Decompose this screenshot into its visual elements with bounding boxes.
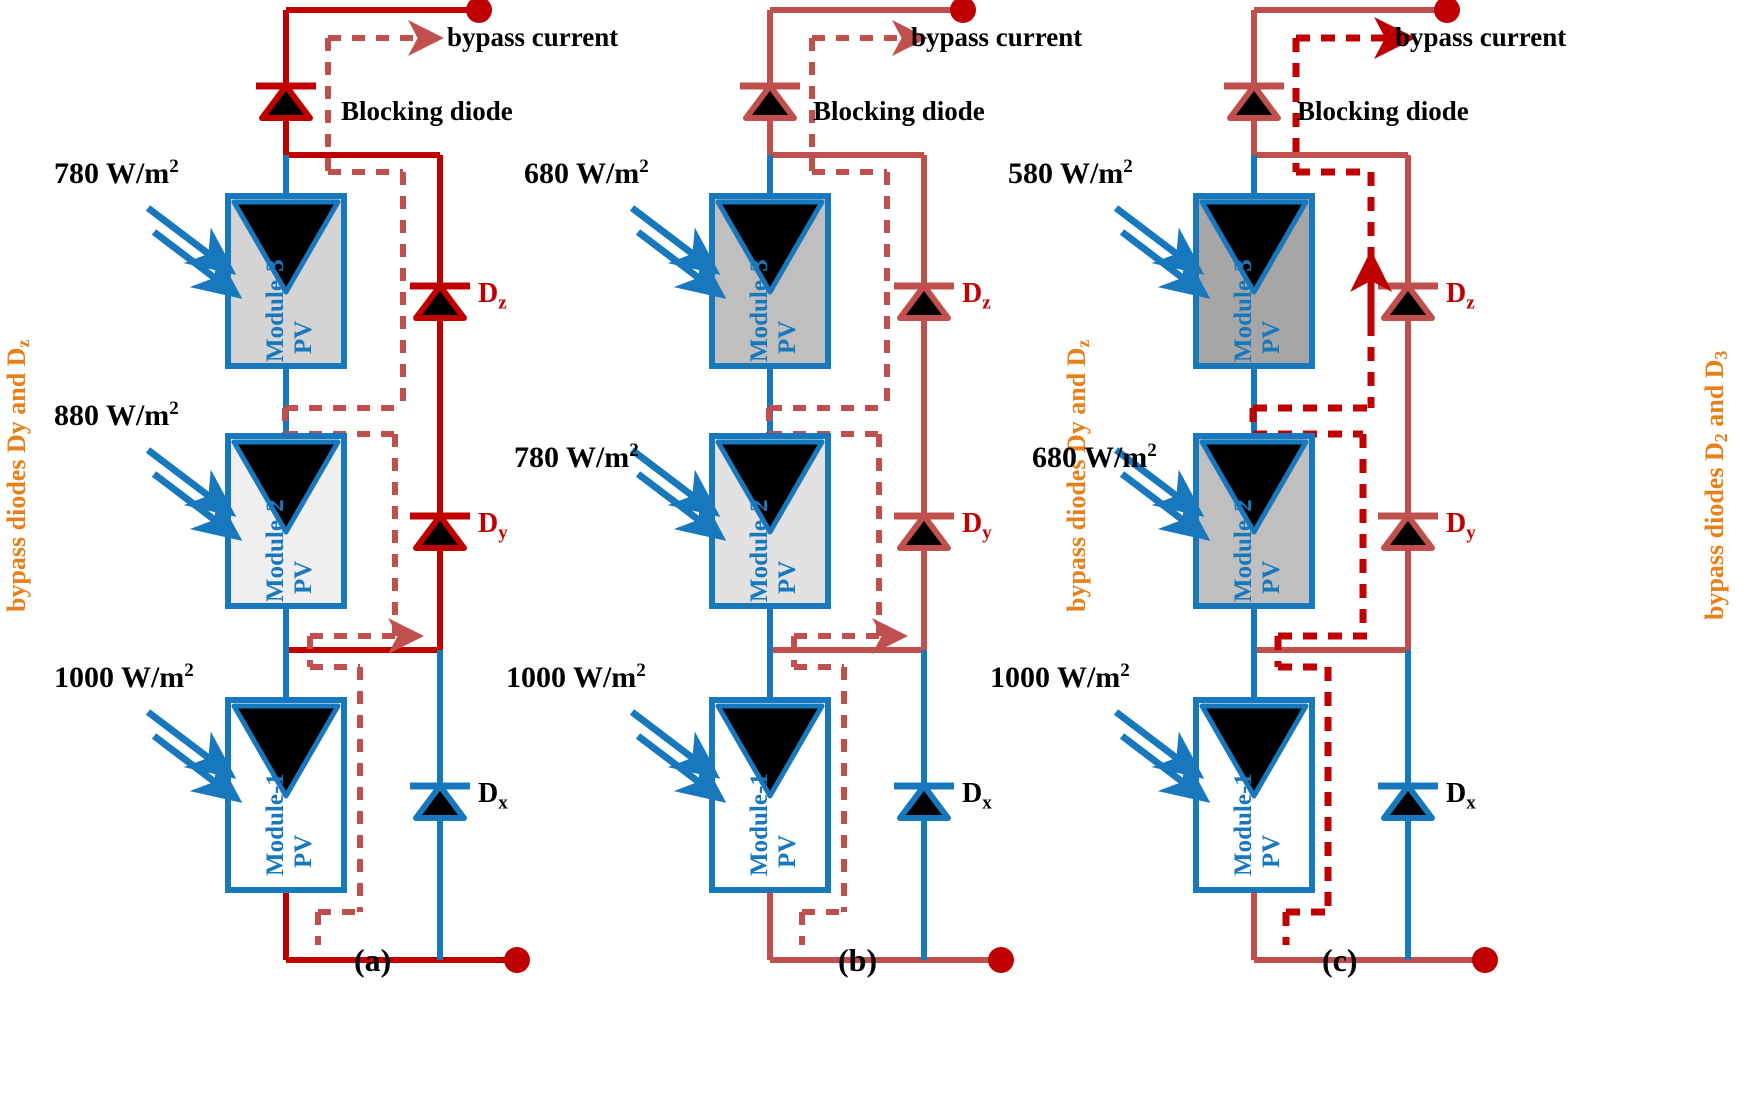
blocking-diode-label-c: Blocking diode — [1297, 96, 1469, 126]
panel-caption-a: (a) — [354, 942, 392, 978]
module-1-text-c: PV — [1258, 834, 1285, 868]
irradiance-label-a-m2: 880 W/m2 — [54, 398, 179, 432]
module-3-num-b: Module-3 — [746, 259, 773, 362]
panel-caption-c: (c) — [1322, 942, 1358, 978]
terminal-dot-top — [950, 0, 976, 23]
panel-b — [629, 0, 1014, 973]
diode-dx-a — [410, 782, 470, 821]
module-1-text-a: PV — [290, 834, 317, 868]
diode-label-dx-a: Dx — [478, 778, 508, 814]
diode-label-dz-b: Dz — [962, 278, 991, 314]
bypass-current-label-a: bypass current — [447, 22, 619, 52]
terminal-dot-bottom — [504, 947, 530, 973]
terminal-dot-top — [466, 0, 492, 23]
module-1-text-b: PV — [774, 834, 801, 868]
panel-b-blue-wire — [767, 155, 927, 960]
module-3-text-a: PV — [290, 320, 317, 354]
diode-dx-b — [894, 782, 954, 821]
module-1-num-a: Module-1 — [262, 773, 289, 876]
blocking-diode-label-a: Blocking diode — [341, 96, 513, 126]
pv-module-2-a — [225, 433, 347, 609]
terminal-dot-bottom — [1472, 947, 1498, 973]
diode-label-dy-c: Dy — [1446, 508, 1476, 544]
irradiance-arrows-m1-b — [629, 709, 727, 803]
irradiance-arrows-m3-a — [145, 205, 243, 299]
irradiance-arrows-m2-b — [629, 447, 727, 541]
irradiance-arrows-m2-a — [145, 447, 243, 541]
irradiance-arrows-m3-b — [629, 205, 727, 299]
blocking-diode-label-b: Blocking diode — [813, 96, 985, 126]
irradiance-label-a-m1: 1000 W/m2 — [54, 660, 194, 694]
diode-dz-c — [1378, 282, 1438, 321]
diode-label-dx-c: Dx — [1446, 778, 1476, 814]
module-1-num-c: Module-1 — [1230, 773, 1257, 876]
module-2-text-b: PV — [774, 560, 801, 594]
irradiance-label-c-m3: 580 W/m2 — [1008, 156, 1133, 190]
diode-dy-a — [410, 512, 470, 551]
pv-module-2-c — [1193, 433, 1315, 609]
irradiance-arrows-m2-c — [1113, 447, 1211, 541]
bypass-current-label-b: bypass current — [911, 22, 1083, 52]
blocking-diode-a — [256, 82, 316, 121]
irradiance-label-b-m1: 1000 W/m2 — [506, 660, 646, 694]
module-2-num-b: Module-2 — [746, 499, 773, 602]
irradiance-label-b-m2: 780 W/m2 — [514, 440, 639, 474]
bypass-diodes-label-b: bypass diodes Dy and Dz — [1062, 339, 1094, 612]
irradiance-label-b-m3: 680 W/m2 — [524, 156, 649, 190]
module-2-num-a: Module-2 — [262, 499, 289, 602]
pv-module-1-a — [225, 697, 347, 893]
diode-dy-b — [894, 512, 954, 551]
diode-dz-a — [410, 282, 470, 321]
irradiance-label-c-m1: 1000 W/m2 — [990, 660, 1130, 694]
blocking-diode-b — [740, 82, 800, 121]
module-2-num-c: Module-2 — [1230, 499, 1257, 602]
pv-module-3-a — [225, 193, 347, 369]
diode-label-dx-b: Dx — [962, 778, 992, 814]
module-2-text-c: PV — [1258, 560, 1285, 594]
diode-dx-c — [1378, 782, 1438, 821]
irradiance-label-c-m2: 680 W/m2 — [1032, 440, 1157, 474]
diode-label-dz-a: Dz — [478, 278, 507, 314]
panel-c — [1113, 0, 1498, 973]
irradiance-arrows-m3-c — [1113, 205, 1211, 299]
terminal-dot-top — [1434, 0, 1460, 23]
panel-c-blue-wire — [1251, 155, 1411, 960]
module-3-text-c: PV — [1258, 320, 1285, 354]
bypass-current-label-c: bypass current — [1395, 22, 1567, 52]
module-3-text-b: PV — [774, 320, 801, 354]
terminal-dot-bottom — [988, 947, 1014, 973]
diode-label-dy-b: Dy — [962, 508, 992, 544]
panel-a — [145, 0, 530, 973]
panel-b-dashed — [766, 20, 928, 945]
diode-label-dy-a: Dy — [478, 508, 508, 544]
panel-a-blue-wire — [283, 155, 443, 960]
diode-dz-b — [894, 282, 954, 321]
module-1-num-b: Module-1 — [746, 773, 773, 876]
pv-module-1-b — [709, 697, 831, 893]
diode-dy-c — [1378, 512, 1438, 551]
bypass-diodes-label-a: bypass diodes Dy and Dz — [2, 339, 34, 612]
module-3-num-a: Module-3 — [262, 259, 289, 362]
module-3-num-c: Module-3 — [1230, 259, 1257, 362]
panel-a-main-wire — [283, 7, 516, 963]
module-2-text-a: PV — [290, 560, 317, 594]
blocking-diode-c — [1224, 82, 1284, 121]
irradiance-label-a-m3: 780 W/m2 — [54, 156, 179, 190]
irradiance-arrows-m1-a — [145, 709, 243, 803]
diode-label-dz-c: Dz — [1446, 278, 1475, 314]
irradiance-arrows-m1-c — [1113, 709, 1211, 803]
pv-module-3-b — [709, 193, 831, 369]
bypass-diodes-label-c: bypass diodes D2 and D3 — [1700, 350, 1732, 620]
pv-module-2-b — [709, 433, 831, 609]
panel-caption-b: (b) — [838, 942, 878, 978]
